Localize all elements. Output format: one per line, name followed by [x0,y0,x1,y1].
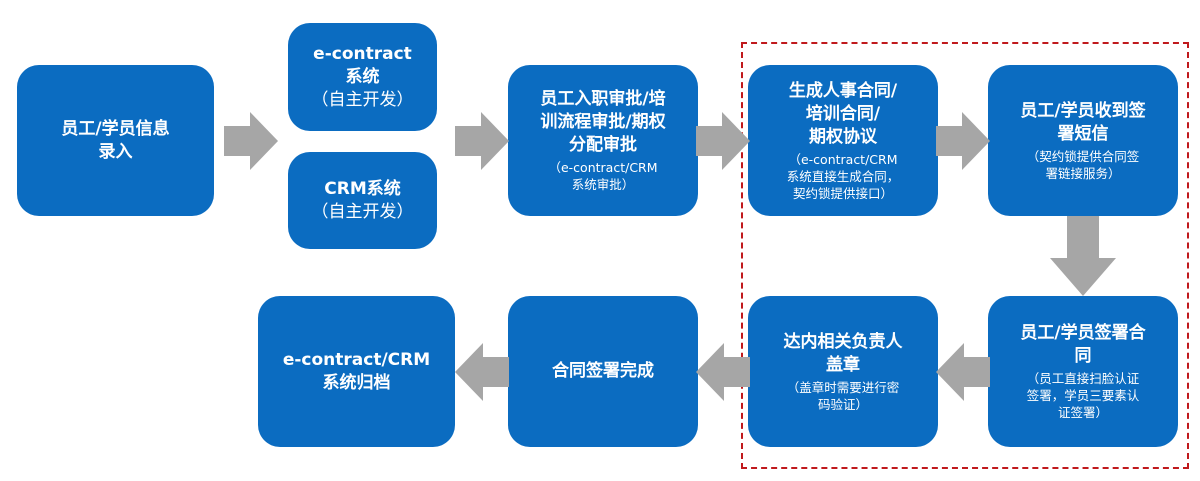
node-seal-title: 达内相关负责人 盖章 [783,331,903,375]
node-sign-contract-title: 员工/学员签署合 同 [1020,323,1146,366]
node-archive-title: e-contract/CRM 系统归档 [282,349,431,393]
arrow-down [1050,216,1116,296]
node-sign-contract: 员工/学员签署合 同 （员工直接扫脸认证 签署，学员三要素认 证签署） [988,296,1178,447]
node-generate-contract-sub: （e-contract/CRM 系统直接生成合同， 契约锁提供接口） [786,151,900,201]
node-crm-system-sub: （自主开发） [311,201,414,222]
node-econtract-system: e-contract 系统 （自主开发） [288,23,437,131]
arrow-right-2 [455,112,509,170]
node-approval-title: 员工入职审批/培 训流程审批/期权 分配审批 [540,89,666,155]
arrow-left-1 [936,343,990,401]
node-info-entry-title: 员工/学员信息 录入 [61,118,170,162]
node-info-entry: 员工/学员信息 录入 [17,65,214,216]
arrow-right-3 [696,112,750,170]
arrow-right-1 [224,112,278,170]
node-generate-contract-title: 生成人事合同/ 培训合同/ 期权协议 [788,80,898,147]
node-econtract-system-sub: （自主开发） [311,89,414,110]
arrow-left-3 [455,343,509,401]
node-approval-sub: （e-contract/CRM 系统审批） [548,160,658,192]
node-approval: 员工入职审批/培 训流程审批/期权 分配审批 （e-contract/CRM 系… [508,65,698,216]
node-generate-contract: 生成人事合同/ 培训合同/ 期权协议 （e-contract/CRM 系统直接生… [748,65,938,216]
node-seal-sub: （盖章时需要进行密 码验证） [786,379,900,412]
node-econtract-system-title: e-contract 系统 [313,43,412,87]
node-signing-complete: 合同签署完成 [508,296,698,447]
node-receive-sms-title: 员工/学员收到签 署短信 [1020,100,1146,144]
arrow-right-4 [936,112,990,170]
node-sign-contract-sub: （员工直接扫脸认证 签署，学员三要素认 证签署） [1026,371,1140,420]
node-archive: e-contract/CRM 系统归档 [258,296,455,447]
node-seal: 达内相关负责人 盖章 （盖章时需要进行密 码验证） [748,296,938,447]
contract-signing-region [741,42,1189,469]
node-crm-system-title: CRM系统 [324,178,401,199]
node-signing-complete-title: 合同签署完成 [552,361,654,381]
node-receive-sms: 员工/学员收到签 署短信 （契约锁提供合同签 署链接服务） [988,65,1178,216]
node-crm-system: CRM系统 （自主开发） [288,152,437,249]
arrow-left-2 [696,343,750,401]
node-receive-sms-sub: （契约锁提供合同签 署链接服务） [1026,148,1140,181]
